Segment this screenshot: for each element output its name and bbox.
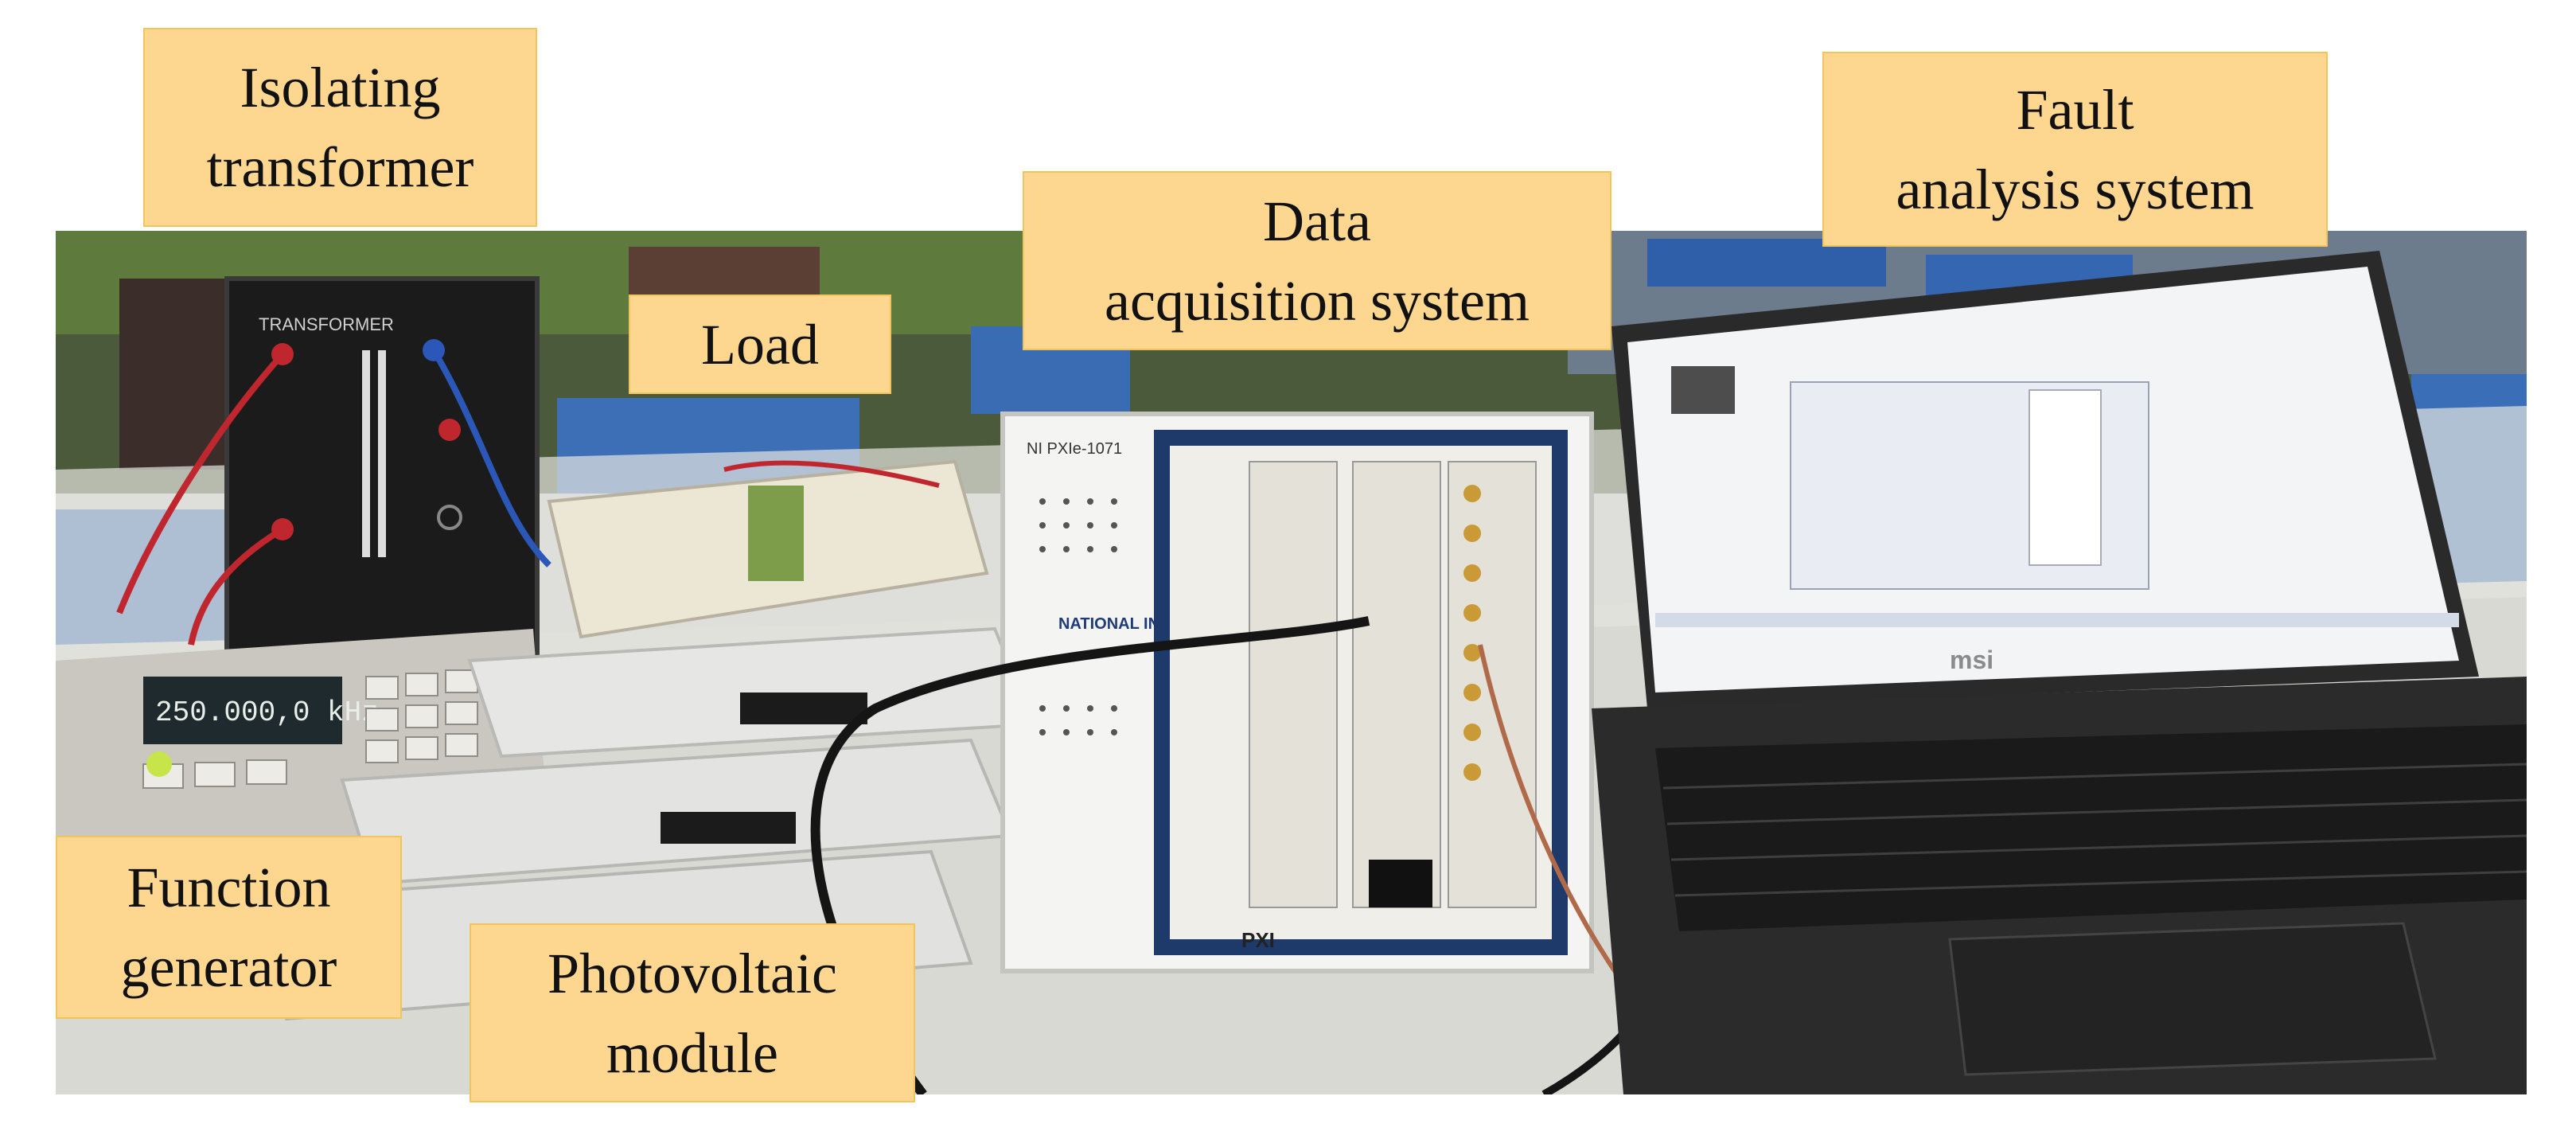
blue-cable xyxy=(431,348,551,568)
label-isolating-transformer: Isolating transformer xyxy=(143,28,537,227)
label-fault-analysis-system: Fault analysis system xyxy=(1822,52,2328,247)
red-cable xyxy=(188,526,285,646)
label-photovoltaic-module: Photovoltaic module xyxy=(470,923,915,1102)
generator-keypad xyxy=(142,669,478,789)
load-wire xyxy=(723,460,940,488)
screen-window-graph xyxy=(1671,366,1735,414)
transformer-panel-text: TRANSFORMER xyxy=(259,314,394,334)
pxi-module-card xyxy=(1249,461,1338,908)
lab-setup-illustration: TRANSFORMER 250.000,0 kHz xyxy=(56,231,2527,1094)
screen-window-panel xyxy=(2028,389,2102,566)
lab-setup-photo: TRANSFORMER 250.000,0 kHz xyxy=(56,231,2527,1094)
laptop-brand-text: msi xyxy=(1950,646,1993,674)
red-cable xyxy=(116,352,285,614)
laptop-keyboard xyxy=(1655,724,2527,931)
keyboard-rows xyxy=(1662,763,2527,897)
pv-junction-box xyxy=(661,812,796,844)
load-resistor xyxy=(748,486,804,581)
pxi-model-text: NI PXIe-1071 xyxy=(1027,440,1122,458)
bnc-connector-column xyxy=(1463,485,1481,781)
screen-taskbar xyxy=(1655,613,2459,627)
label-load: Load xyxy=(629,295,891,394)
pxi-logo-text: PXI xyxy=(1241,928,1275,952)
transformer-core-line xyxy=(378,350,386,557)
blue-chair-back xyxy=(1647,239,1886,287)
label-function-generator: Function generator xyxy=(56,836,402,1019)
laptop-touchpad xyxy=(1948,922,2437,1076)
pxi-latch xyxy=(1369,860,1432,907)
generator-display-readout: 250.000,0 kHz xyxy=(155,696,379,729)
pxi-module-card xyxy=(1352,461,1441,908)
probe-cable xyxy=(1478,644,1634,997)
label-data-acquisition-system: Data acquisition system xyxy=(1023,171,1611,350)
chassis-vent-holes xyxy=(1039,498,1117,735)
transformer-core-line xyxy=(362,350,370,557)
black-terminal xyxy=(437,505,462,530)
function-generator-display xyxy=(143,677,342,744)
red-terminal xyxy=(438,419,461,441)
pv-junction-box xyxy=(740,692,867,724)
generator-power-led xyxy=(146,751,172,777)
